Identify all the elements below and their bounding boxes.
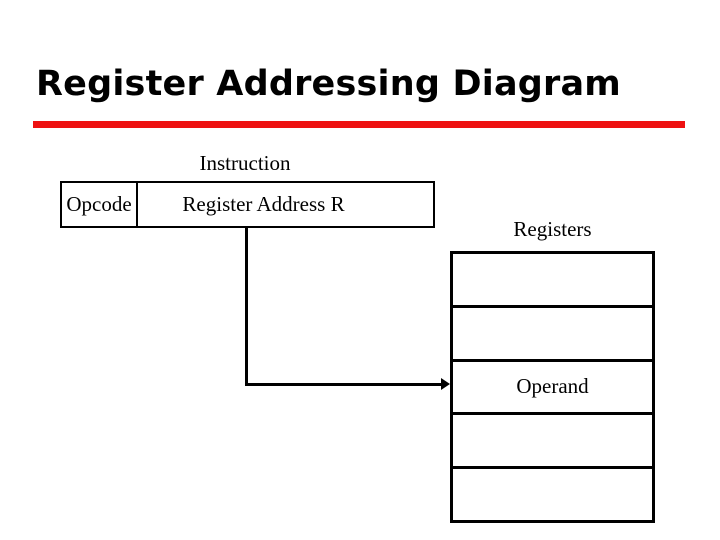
registers-table: Operand [450, 251, 655, 523]
instruction-field-register-address: Register Address R [182, 192, 345, 216]
registers-caption: Registers [513, 217, 592, 241]
register-row [453, 254, 652, 308]
instruction-format-box: Opcode Register Address R [60, 181, 435, 228]
arrow-right-icon [441, 378, 450, 390]
instruction-field-opcode: Opcode [62, 183, 138, 226]
register-row [453, 469, 652, 520]
instruction-caption: Instruction [199, 151, 291, 175]
register-row [453, 415, 652, 470]
register-row-operand: Operand [453, 362, 652, 416]
connector-vertical-segment [245, 228, 248, 385]
title-divider-rule [33, 121, 685, 128]
page-title: Register Addressing Diagram [36, 64, 621, 104]
connector-horizontal-segment [245, 383, 445, 386]
register-row [453, 308, 652, 362]
